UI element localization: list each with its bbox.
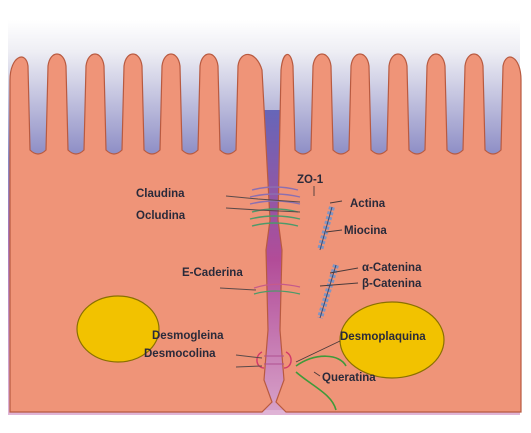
label-desmoplaquina: Desmoplaquina [340,331,426,343]
label-queratina: Queratina [322,372,376,384]
label-ocludina: Ocludina [136,210,186,222]
label-e-caderina: E-Caderina [182,267,243,279]
label-alpha-catenina: α-Catenina [362,262,422,274]
label-zo1: ZO-1 [297,174,324,186]
label-claudina: Claudina [136,188,185,200]
label-desmogleina: Desmogleina [152,330,224,342]
label-actina: Actina [350,198,386,210]
label-beta-catenina: β-Catenina [362,278,422,290]
label-desmocolina: Desmocolina [144,348,216,360]
label-miocina: Miocina [344,225,387,237]
